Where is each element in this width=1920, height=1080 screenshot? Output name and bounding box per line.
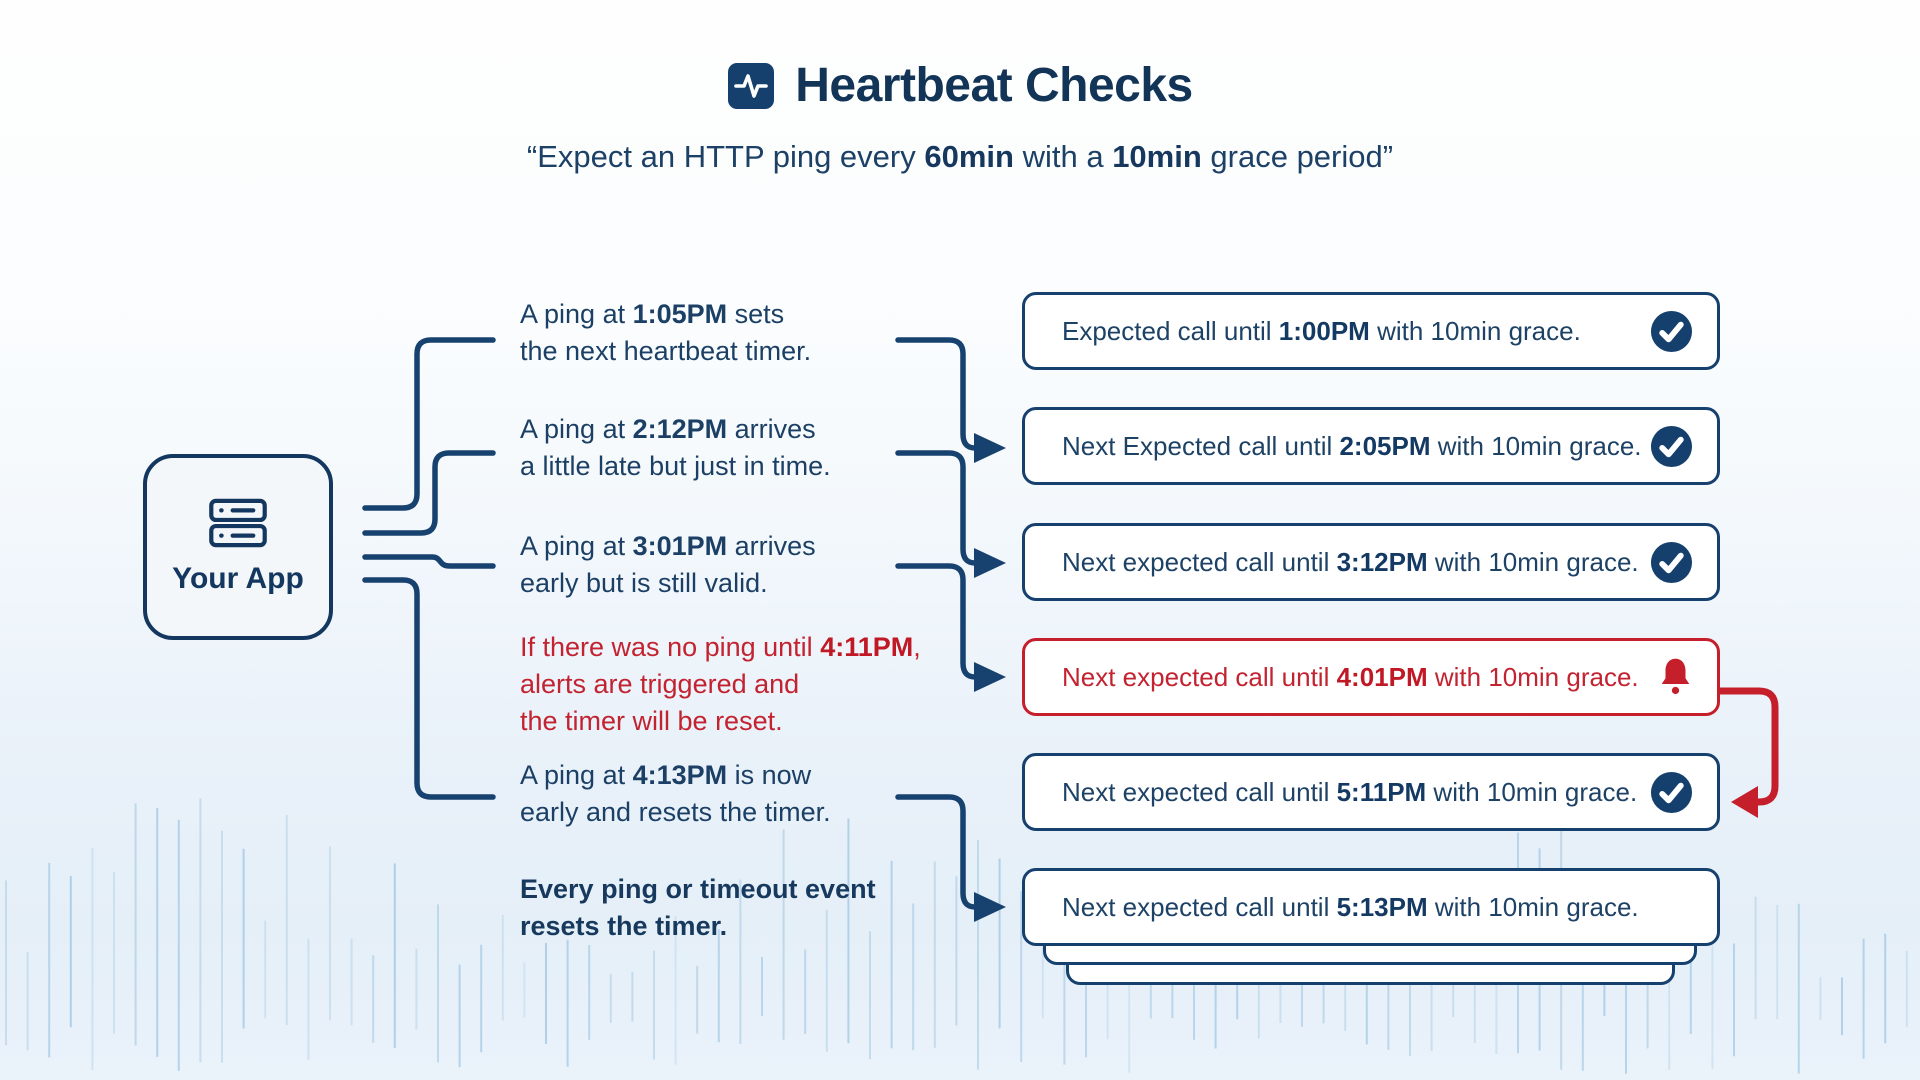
- connector-app-event3: [362, 554, 496, 569]
- event-label-line: resets the timer.: [520, 911, 728, 941]
- arrowhead-box3: [974, 548, 1006, 578]
- check-box-text: Next expected call until 5:11PM with 10m…: [1062, 776, 1638, 807]
- event-label-1: A ping at 1:05PM sets the next heartbeat …: [520, 296, 811, 370]
- connector-app-event5: [362, 577, 496, 800]
- event-label-line: A ping at 4:13PM is now: [520, 760, 812, 790]
- connector-event1-box2: [895, 337, 978, 451]
- event-label-6: Every ping or timeout event resets the ti…: [520, 871, 876, 945]
- alert-reset-connector: [1716, 687, 1779, 818]
- event-label-line: a little late but just in time.: [520, 451, 831, 481]
- alert-bell-icon: [1658, 657, 1693, 697]
- check-box-text: Next Expected call until 2:05PM with 10m…: [1062, 430, 1642, 461]
- check-box-6: Next expected call until 5:13PM with 10m…: [1022, 868, 1720, 946]
- event-label-line: A ping at 3:01PM arrives: [520, 531, 816, 561]
- check-circle-icon: [1650, 541, 1693, 584]
- event-label-line: early and resets the timer.: [520, 797, 831, 827]
- your-app-label: Your App: [172, 562, 304, 595]
- page-title: Heartbeat Checks: [795, 59, 1193, 112]
- event-label-line: the timer will be reset.: [520, 706, 783, 736]
- arrowheads: [974, 433, 1006, 922]
- heartbeat-pulse-icon: [728, 62, 775, 109]
- event-label-line: alerts are triggered and: [520, 669, 800, 699]
- event-label-2: A ping at 2:12PM arrives a little late bu…: [520, 411, 831, 485]
- connector-app-event1: [362, 337, 496, 511]
- check-circle-icon: [1650, 310, 1693, 353]
- connector-event3-box4: [895, 563, 978, 680]
- arrowhead-box6: [974, 892, 1006, 922]
- event-label-line: A ping at 2:12PM arrives: [520, 414, 816, 444]
- check-circle-icon: [1650, 771, 1693, 814]
- check-box-5: Next expected call until 5:11PM with 10m…: [1022, 753, 1720, 831]
- check-box-text: Next expected call until 4:01PM with 10m…: [1062, 661, 1639, 692]
- arrowhead-box4: [974, 662, 1006, 692]
- check-box-text: Next expected call until 5:13PM with 10m…: [1062, 891, 1639, 922]
- header: Heartbeat Checks: [0, 58, 1920, 113]
- event-label-3: A ping at 3:01PM arrives early but is sti…: [520, 528, 816, 602]
- check-box-1: Expected call until 1:00PM with 10min gr…: [1022, 292, 1720, 370]
- event-label-line: the next heartbeat timer.: [520, 336, 812, 366]
- event-label-line: A ping at 1:05PM sets: [520, 299, 785, 329]
- connector-box4-box5: [1716, 687, 1779, 806]
- connector-event2-box3: [895, 450, 978, 566]
- check-circle-icon: [1650, 425, 1693, 468]
- check-box-text: Next expected call until 3:12PM with 10m…: [1062, 546, 1639, 577]
- event-label-line: If there was no ping until 4:11PM,: [520, 632, 921, 662]
- your-app-node: Your App: [143, 454, 333, 640]
- connector-event5-box6: [895, 794, 978, 910]
- event-label-4: If there was no ping until 4:11PM, alerts…: [520, 629, 921, 740]
- check-box-4: Next expected call until 4:01PM with 10m…: [1022, 638, 1720, 716]
- server-icon: [209, 498, 267, 548]
- event-label-line: early but is still valid.: [520, 568, 768, 598]
- event-label-line: Every ping or timeout event: [520, 874, 876, 904]
- check-box-text: Expected call until 1:00PM with 10min gr…: [1062, 315, 1581, 346]
- check-box-2: Next Expected call until 2:05PM with 10m…: [1022, 407, 1720, 485]
- check-box-3: Next expected call until 3:12PM with 10m…: [1022, 523, 1720, 601]
- arrowhead-box5-red: [1731, 786, 1758, 818]
- connectors: [362, 337, 978, 910]
- arrowhead-box2: [974, 433, 1006, 463]
- event-label-5: A ping at 4:13PM is now early and resets …: [520, 757, 831, 831]
- page-subtitle: “Expect an HTTP ping every 60min with a …: [526, 139, 1394, 174]
- connector-app-event2: [362, 450, 496, 536]
